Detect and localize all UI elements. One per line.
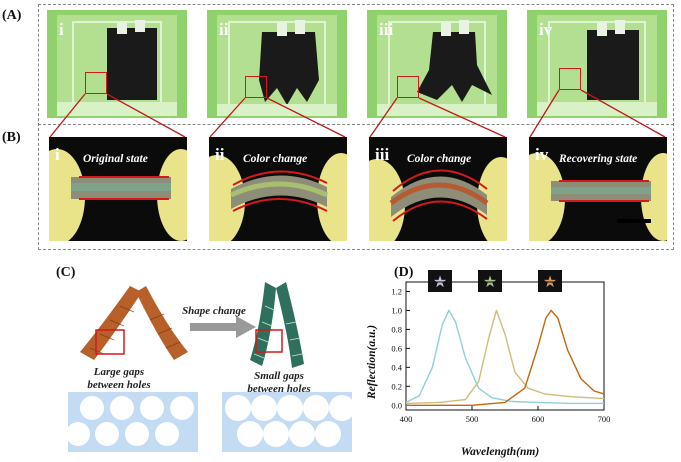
x-tick-label: 500 <box>466 414 479 424</box>
photo-index: i <box>59 20 64 39</box>
photo-index: iv <box>535 145 549 164</box>
photo-index: ii <box>215 145 225 164</box>
photo-b-2: ii Color change <box>209 137 347 241</box>
x-axis-label: Wavelength(nm) <box>461 446 540 458</box>
panel-label-d: (D) <box>394 265 414 280</box>
panel-label-b: (B) <box>2 130 21 145</box>
zoom-box <box>559 68 581 90</box>
y-tick-label: 0.8 <box>391 324 402 334</box>
photo-b-4: iv Recovering state <box>529 137 667 241</box>
series-line-1 <box>405 309 604 405</box>
zoom-box <box>397 76 419 98</box>
star-insets: ★ ★ ★ <box>428 270 562 292</box>
photo-a-3: iii <box>367 10 507 118</box>
hand-illustration <box>49 149 187 241</box>
tank-illustration <box>537 15 657 116</box>
panel-label-c: (C) <box>56 265 76 280</box>
y-tick-label: 0.4 <box>391 362 402 372</box>
photo-b-3: iii Color change <box>369 137 507 241</box>
hand-illustration <box>369 157 507 241</box>
photo-a-2: ii <box>207 10 347 118</box>
photo-index: iii <box>379 20 394 39</box>
tank-illustration <box>57 15 177 116</box>
state-caption: Color change <box>407 153 472 165</box>
series-line-2 <box>405 309 605 405</box>
plot-area: 0.0 0.2 0.4 0.6 0.8 1.0 1.2 400 500 600 700 <box>391 281 611 424</box>
plot-frame <box>405 281 605 411</box>
tank-illustration <box>217 15 337 116</box>
panels-ab-frame <box>38 4 674 250</box>
y-tick-label: 1.2 <box>391 286 402 296</box>
state-caption: Color change <box>243 153 308 165</box>
photo-index: i <box>55 145 60 164</box>
x-tick-label: 600 <box>532 414 545 424</box>
left-caption-line2: between holes <box>87 379 151 391</box>
right-caption-line2: between holes <box>247 383 311 395</box>
photo-index: iv <box>539 20 553 39</box>
y-tick-label: 1.0 <box>391 305 402 315</box>
zoom-connectors <box>49 89 666 138</box>
arrow-label: Shape change <box>182 305 246 317</box>
zoom-box <box>245 76 267 98</box>
x-tick-label: 400 <box>400 414 413 424</box>
photo-index: iii <box>375 145 390 164</box>
y-tick-label: 0.0 <box>391 400 402 410</box>
row-divider <box>38 124 674 125</box>
zoom-box <box>85 72 107 94</box>
y-axis-label: Reflection(a.u.) <box>366 325 378 400</box>
hole-structure-diagram <box>66 282 355 452</box>
photo-b-1: i Original state <box>49 137 187 241</box>
hand-illustration <box>209 153 347 241</box>
y-tick-label: 0.2 <box>391 381 402 391</box>
series-line-3 <box>406 309 605 406</box>
right-caption-line1: Small gaps <box>254 370 304 382</box>
y-tick-label: 0.6 <box>391 343 402 353</box>
x-tick-label: 700 <box>598 414 611 424</box>
state-caption: Original state <box>83 153 148 165</box>
panel-label-a: (A) <box>2 8 22 23</box>
photo-a-4: iv <box>527 10 667 118</box>
state-caption: Recovering state <box>559 153 638 165</box>
hand-illustration <box>529 153 667 241</box>
left-caption-line1: Large gaps <box>93 366 145 378</box>
photo-index: ii <box>219 20 229 39</box>
